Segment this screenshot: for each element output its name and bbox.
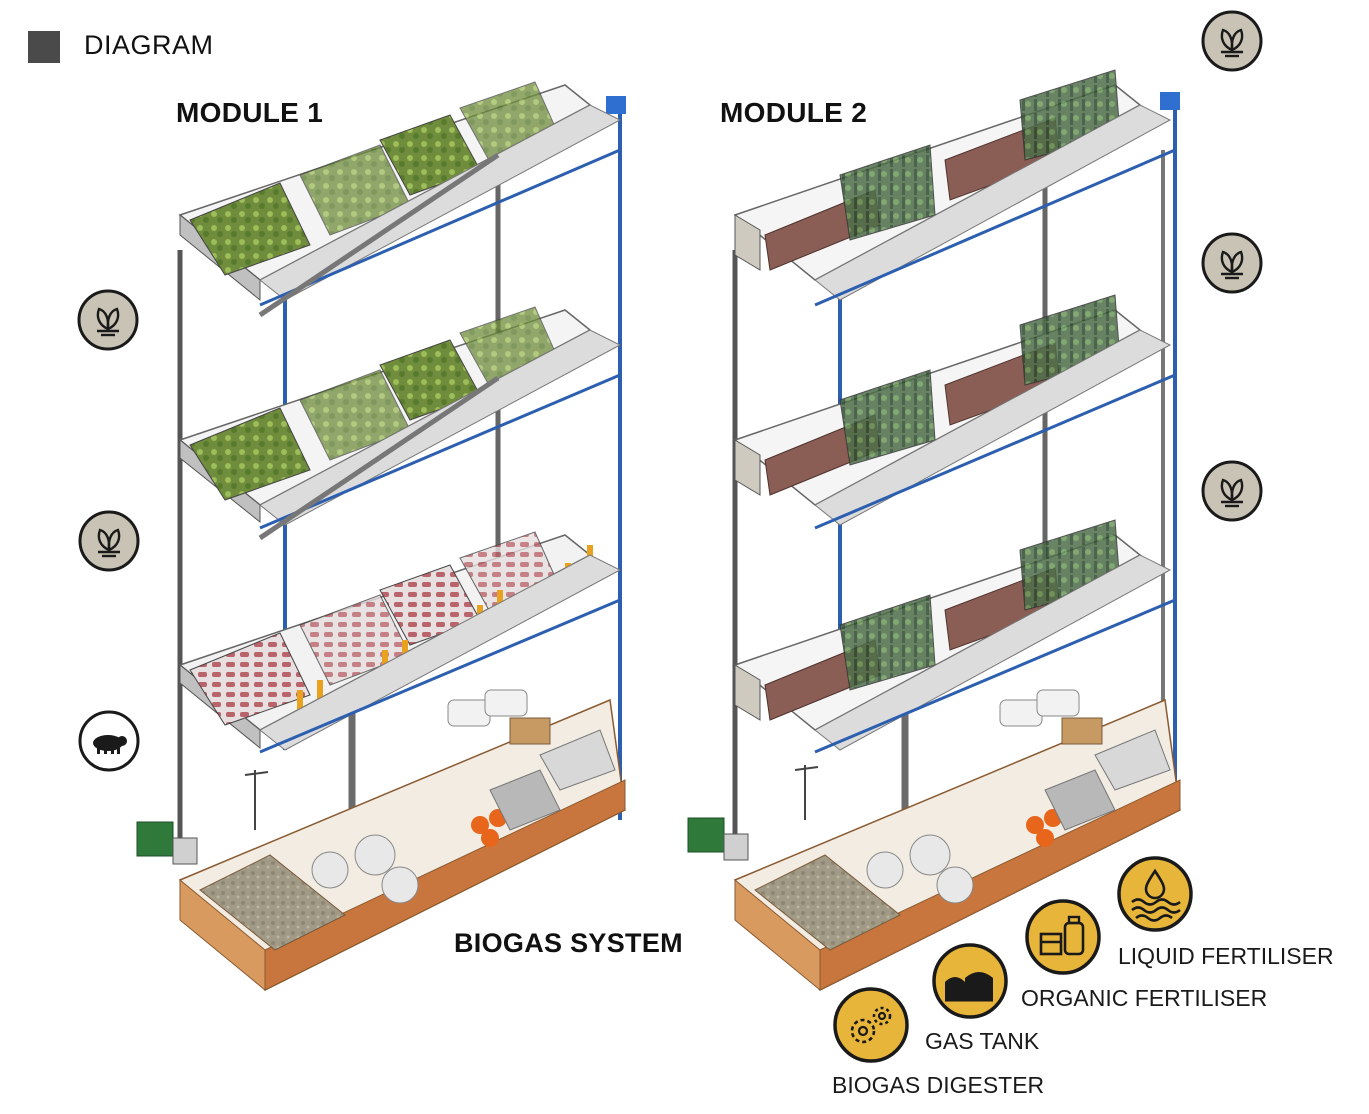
gears-icon: [832, 986, 910, 1069]
plant-icon: [77, 289, 139, 356]
fertiliser-containers-icon: [1024, 898, 1102, 981]
biogas-system-label: BIOGAS SYSTEM: [454, 928, 683, 958]
module-2-structure: [732, 69, 1180, 930]
legend-label-biogas-digester: BIOGAS DIGESTER: [832, 1072, 1045, 1098]
legend-label-gas-tank: GAS TANK: [925, 1028, 1040, 1054]
page-title: DIAGRAM: [84, 30, 214, 60]
legend-label-organic-fertiliser: ORGANIC FERTILISER: [1021, 985, 1268, 1011]
module-1-biogas-system: [136, 689, 626, 992]
module-2-label: MODULE 2: [720, 97, 868, 128]
gas-tank-icon: [931, 942, 1009, 1025]
module-1-structure: [177, 81, 626, 930]
legend-label-liquid-fertiliser: LIQUID FERTILISER: [1118, 943, 1334, 969]
header-square-icon: [28, 31, 60, 63]
plant-icon: [1201, 10, 1263, 77]
water-drop-waves-icon: [1116, 855, 1194, 938]
plant-icon: [78, 510, 140, 577]
module-2-biogas-system: [687, 689, 1181, 992]
module-1-label: MODULE 1: [176, 97, 324, 128]
pig-icon: [78, 710, 140, 777]
plant-icon: [1201, 460, 1263, 527]
plant-icon: [1201, 232, 1263, 299]
